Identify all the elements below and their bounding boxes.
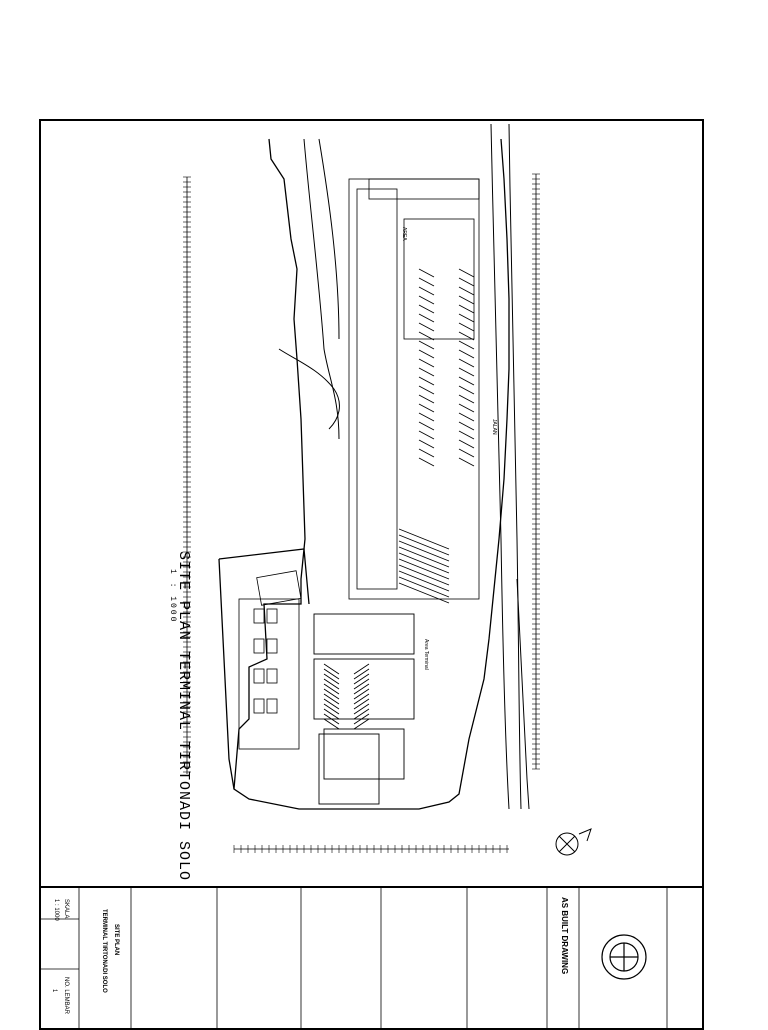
outer-border	[39, 119, 704, 1030]
grid-ladder-right	[532, 173, 540, 770]
area-label-a: AREA	[401, 227, 407, 241]
area-label-b: Area Terminal	[423, 639, 429, 670]
sheet-value: 1	[51, 989, 57, 993]
drawing-scale: 1 : 1000	[168, 569, 177, 624]
agency-logo-icon	[601, 934, 647, 980]
project-title: SITE PLAN	[113, 924, 119, 956]
terminal-building	[348, 178, 480, 600]
scale-value: 1 : 1000	[53, 899, 59, 921]
drawing-title: SITE PLAN TERMINAL TIRTONADI SOLO	[175, 551, 192, 882]
road-label: JALAN	[491, 419, 497, 435]
grid-ladder-left	[183, 176, 191, 774]
grid-ladders	[183, 173, 540, 853]
project-subtitle: TERMINAL TIRTONADI SOLO	[101, 909, 107, 993]
site-plan-drawing	[39, 119, 704, 1030]
parking-hatch	[323, 663, 370, 730]
site-outline	[218, 138, 510, 810]
title-block-grid	[40, 887, 668, 1029]
bus-bays	[398, 268, 475, 604]
scale-label: SKALA	[63, 899, 69, 919]
drawing-sheet: SITE PLAN TERMINAL TIRTONADI SOLO 1 : 10…	[39, 119, 704, 1030]
north-arrow-icon	[555, 828, 592, 856]
grid-ladder-bottom	[233, 845, 509, 853]
parking-area	[313, 613, 415, 805]
roads	[278, 123, 530, 810]
sheet-label: NO. LEMBAR	[63, 977, 69, 1015]
service-building	[238, 570, 302, 750]
as-built-stamp: AS BUILT DRAWING	[560, 897, 569, 975]
